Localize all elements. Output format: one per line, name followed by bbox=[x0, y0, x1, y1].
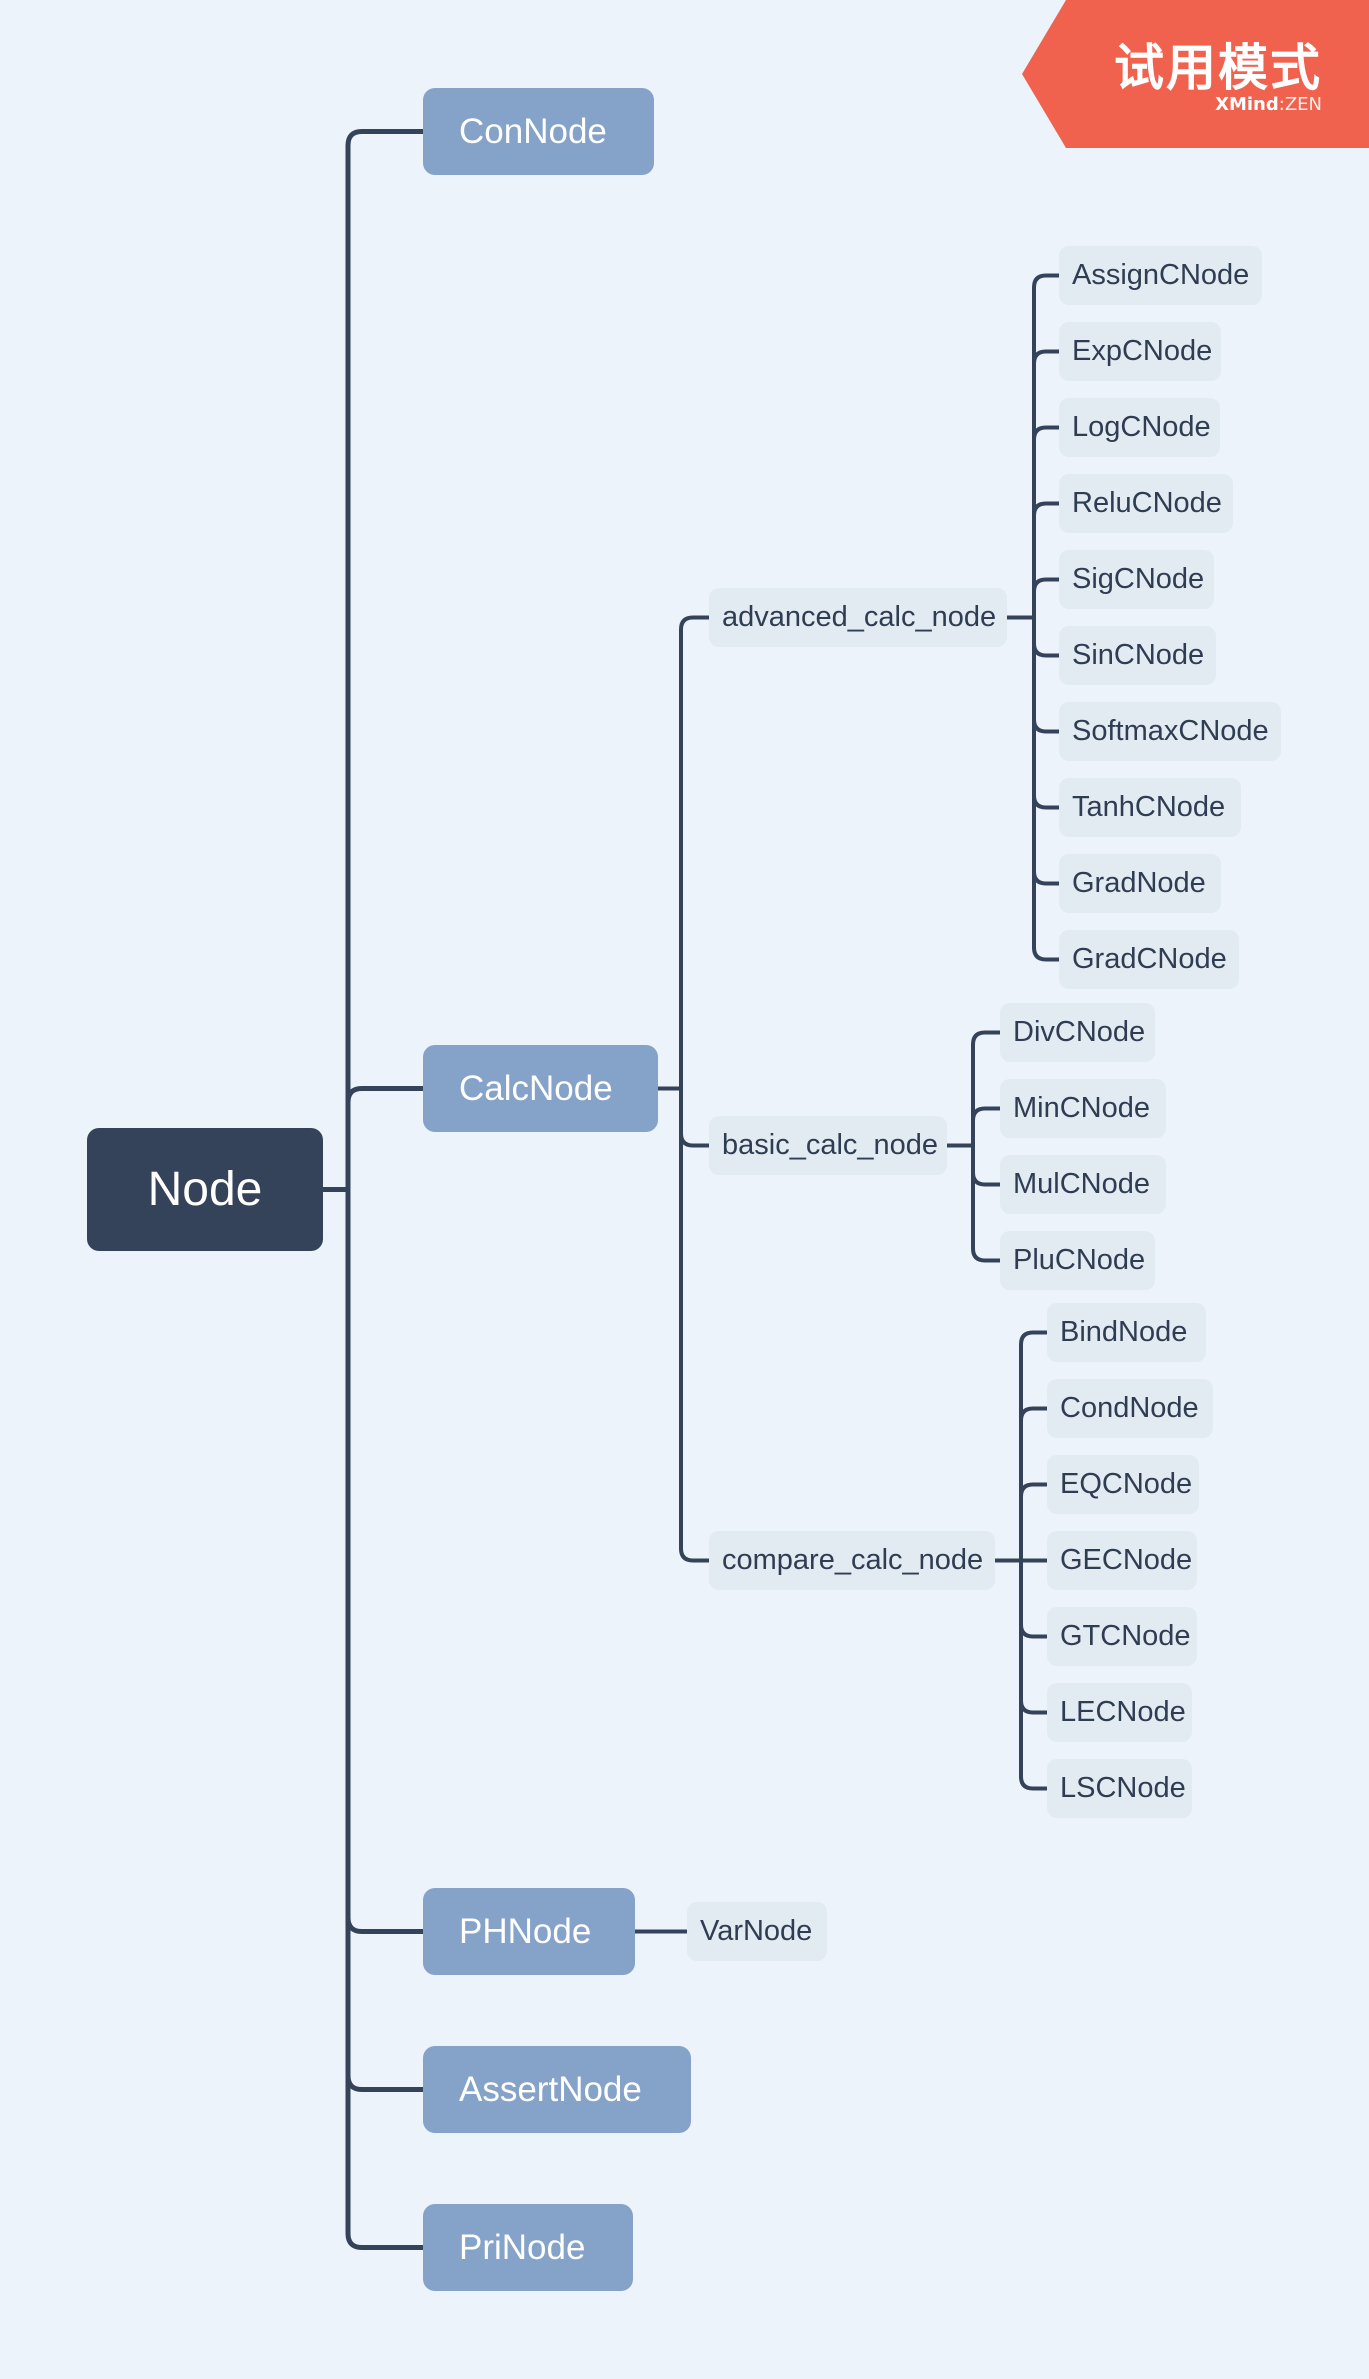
connector-line bbox=[971, 1030, 1002, 1047]
subtopic-compare-calc-node[interactable]: compare_calc_node bbox=[709, 1531, 995, 1590]
topic-label: PriNode bbox=[459, 2227, 586, 2267]
leaf-lscnode[interactable]: LSCNode bbox=[1047, 1759, 1192, 1818]
connector-line bbox=[971, 1106, 1002, 1123]
subtopic-label: basic_calc_node bbox=[722, 1129, 939, 1161]
connector-line bbox=[971, 1170, 1002, 1187]
leaf-gradnode[interactable]: GradNode bbox=[1059, 854, 1221, 913]
leaf-label: GECNode bbox=[1060, 1544, 1193, 1576]
connector-line bbox=[345, 2231, 426, 2250]
topic-calcnode[interactable]: CalcNode bbox=[423, 1045, 658, 1132]
leaf-assigncnode[interactable]: AssignCNode bbox=[1059, 246, 1262, 305]
subtopic-basic-calc-node[interactable]: basic_calc_node bbox=[709, 1116, 947, 1175]
leaf-logcnode[interactable]: LogCNode bbox=[1059, 398, 1220, 457]
connector-line bbox=[345, 1086, 426, 1105]
leaf-condnode[interactable]: CondNode bbox=[1047, 1379, 1213, 1438]
leaf-label: EQCNode bbox=[1060, 1468, 1193, 1500]
subtopic-advanced-calc-node[interactable]: advanced_calc_node bbox=[709, 588, 1007, 647]
leaf-label: SoftmaxCNode bbox=[1072, 715, 1269, 747]
connector-line bbox=[971, 1246, 1002, 1263]
root-topic-label: Node bbox=[147, 1163, 263, 1216]
connector-line bbox=[1019, 1698, 1049, 1715]
connector-line bbox=[1032, 641, 1061, 658]
leaf-label: GTCNode bbox=[1060, 1620, 1191, 1652]
connector-line bbox=[1019, 1406, 1049, 1423]
topic-prinode[interactable]: PriNode bbox=[423, 2204, 633, 2291]
connector-line bbox=[1019, 1774, 1049, 1791]
leaf-label: ReluCNode bbox=[1072, 487, 1222, 519]
subtopic-label: advanced_calc_node bbox=[722, 601, 997, 633]
topic-label: AssertNode bbox=[459, 2069, 642, 2109]
leaf-divcnode[interactable]: DivCNode bbox=[1000, 1003, 1155, 1062]
badge-shape bbox=[1022, 0, 1369, 148]
badge-title: 试用模式 bbox=[1114, 39, 1322, 97]
leaf-gtcnode[interactable]: GTCNode bbox=[1047, 1607, 1197, 1666]
connector-line bbox=[1032, 717, 1061, 734]
connector-line bbox=[1019, 1330, 1049, 1347]
topic-phnode[interactable]: PHNode bbox=[423, 1888, 635, 1975]
leaf-label: SinCNode bbox=[1072, 639, 1205, 671]
connector-line bbox=[1032, 349, 1061, 366]
root-topic-node[interactable]: Node bbox=[87, 1128, 323, 1251]
leaf-eqcnode[interactable]: EQCNode bbox=[1047, 1455, 1199, 1514]
leaf-mincnode[interactable]: MinCNode bbox=[1000, 1079, 1166, 1138]
leaf-relucnode[interactable]: ReluCNode bbox=[1059, 474, 1233, 533]
topic-assertnode[interactable]: AssertNode bbox=[423, 2046, 691, 2133]
connector-line bbox=[1032, 425, 1061, 442]
leaf-tanhcnode[interactable]: TanhCNode bbox=[1059, 778, 1241, 837]
connector-line bbox=[1032, 869, 1061, 886]
brand-edition: ZEN bbox=[1284, 94, 1322, 115]
connector-line bbox=[1019, 1622, 1049, 1639]
leaf-label: MinCNode bbox=[1013, 1092, 1150, 1124]
badge-brand: XMind:ZEN bbox=[1215, 94, 1322, 115]
leaf-gecnode[interactable]: GECNode bbox=[1047, 1531, 1197, 1590]
connector-line bbox=[1019, 1482, 1049, 1499]
leaf-lecnode[interactable]: LECNode bbox=[1047, 1683, 1192, 1742]
leaf-mulcnode[interactable]: MulCNode bbox=[1000, 1155, 1166, 1214]
leaf-label: BindNode bbox=[1060, 1316, 1188, 1348]
connector-line bbox=[1032, 501, 1061, 518]
topic-connode[interactable]: ConNode bbox=[423, 88, 654, 175]
leaf-label: LECNode bbox=[1060, 1696, 1186, 1728]
subtopic-varnode[interactable]: VarNode bbox=[687, 1902, 827, 1961]
leaf-label: PluCNode bbox=[1013, 1244, 1146, 1276]
leaf-plucnode[interactable]: PluCNode bbox=[1000, 1231, 1155, 1290]
leaf-label: LogCNode bbox=[1072, 411, 1211, 443]
leaf-label: MulCNode bbox=[1013, 1168, 1150, 1200]
leaf-label: TanhCNode bbox=[1072, 791, 1226, 823]
connector-line bbox=[345, 1915, 426, 1934]
connector-line bbox=[1032, 793, 1061, 810]
connector-line bbox=[679, 1131, 711, 1148]
topic-label: PHNode bbox=[459, 1911, 592, 1951]
connector-line bbox=[345, 2073, 426, 2092]
leaf-sincnode[interactable]: SinCNode bbox=[1059, 626, 1216, 685]
subtopic-label: compare_calc_node bbox=[722, 1544, 984, 1576]
leaf-gradcnode[interactable]: GradCNode bbox=[1059, 930, 1239, 989]
leaf-label: DivCNode bbox=[1013, 1016, 1146, 1048]
leaf-label: SigCNode bbox=[1072, 563, 1205, 595]
connector-line bbox=[1032, 577, 1061, 594]
brand-separator: : bbox=[1278, 94, 1285, 115]
leaf-label: GradNode bbox=[1072, 867, 1206, 899]
leaf-label: LSCNode bbox=[1060, 1772, 1186, 1804]
topic-label: ConNode bbox=[459, 111, 607, 151]
subtopic-label: VarNode bbox=[700, 1915, 813, 1947]
connector-line bbox=[1032, 273, 1061, 290]
topic-label: CalcNode bbox=[459, 1068, 613, 1108]
leaf-label: AssignCNode bbox=[1072, 259, 1250, 291]
connector-line bbox=[679, 1546, 711, 1563]
leaf-label: CondNode bbox=[1060, 1392, 1199, 1424]
leaf-sigcnode[interactable]: SigCNode bbox=[1059, 550, 1214, 609]
connector-line bbox=[679, 615, 711, 632]
leaf-bindnode[interactable]: BindNode bbox=[1047, 1303, 1206, 1362]
connector-line bbox=[345, 129, 426, 148]
connector-line bbox=[1032, 945, 1061, 962]
trial-mode-badge[interactable]: 试用模式 XMind:ZEN bbox=[1022, 0, 1369, 148]
leaf-label: GradCNode bbox=[1072, 943, 1227, 975]
leaf-expcnode[interactable]: ExpCNode bbox=[1059, 322, 1221, 381]
brand-name: XMind bbox=[1215, 94, 1279, 115]
leaf-softmaxcnode[interactable]: SoftmaxCNode bbox=[1059, 702, 1281, 761]
leaf-label: ExpCNode bbox=[1072, 335, 1213, 367]
